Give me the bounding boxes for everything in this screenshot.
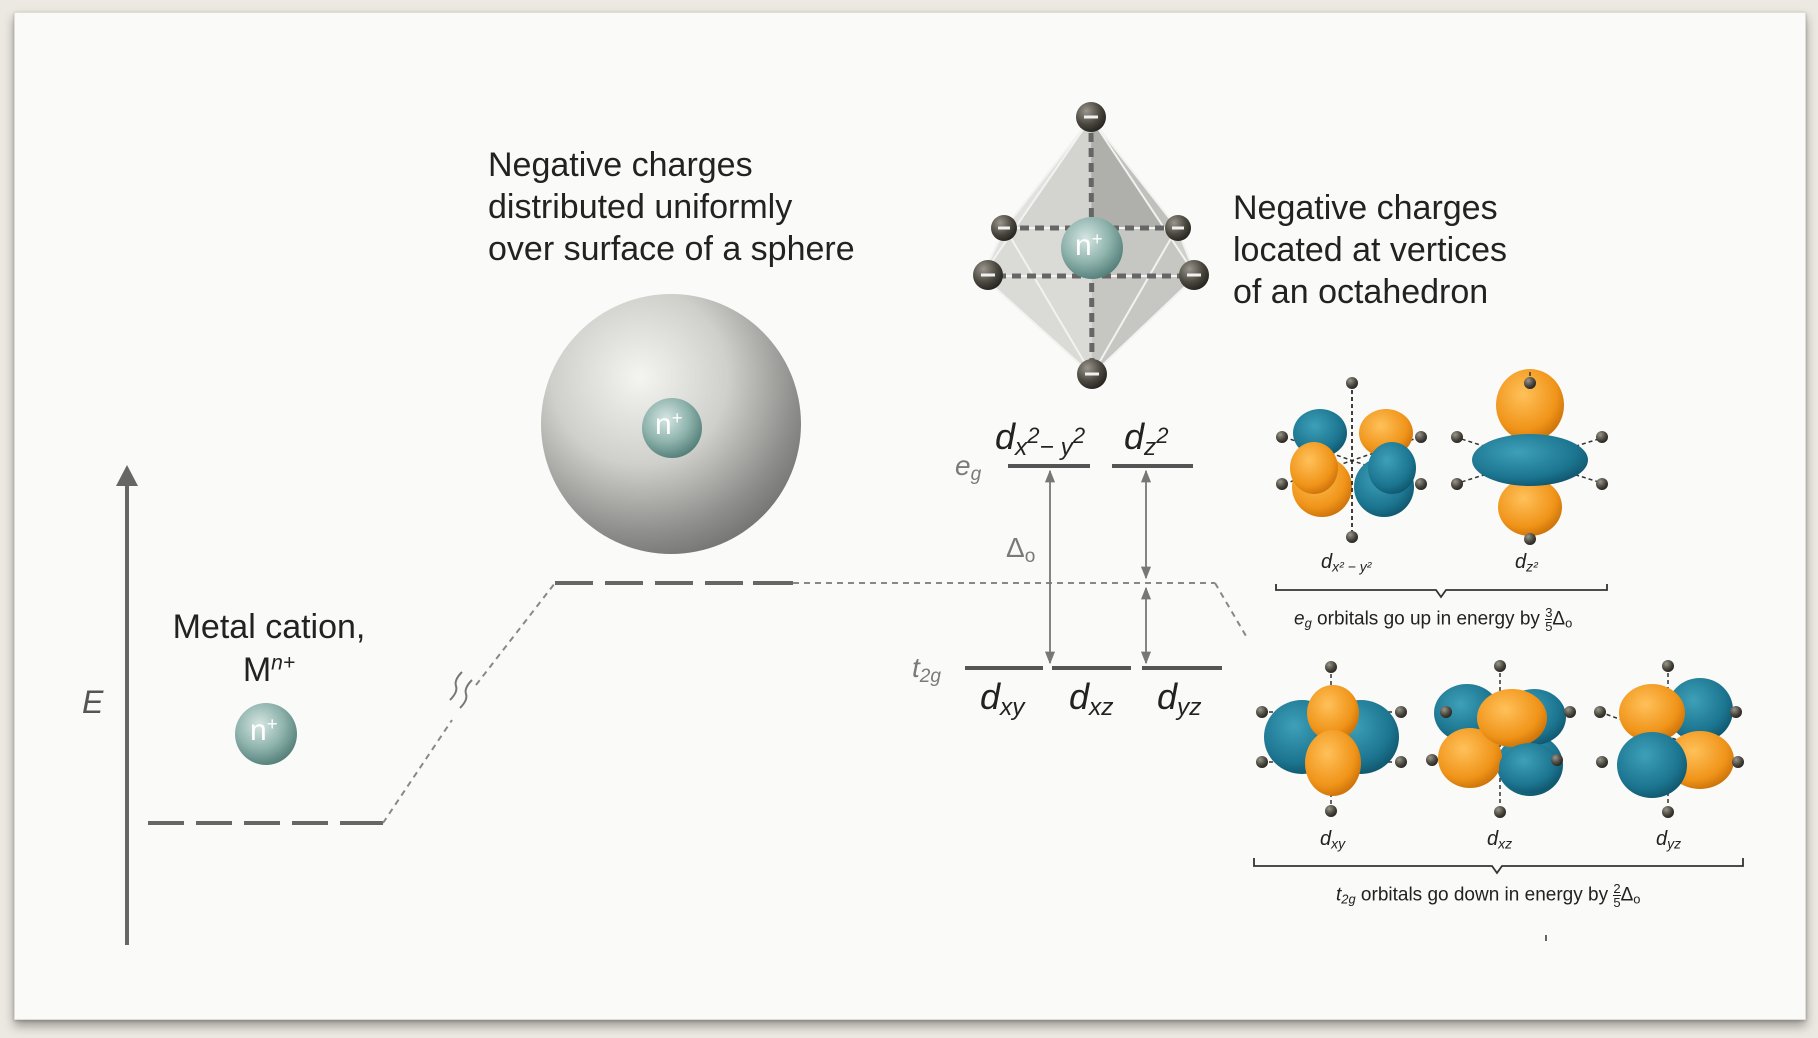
sphere-caption: Negative charges distributed uniformly o… (488, 146, 855, 268)
panel-dxy-label: dxy (1320, 828, 1346, 852)
sphere-ion-ball (642, 398, 702, 458)
panel-dx2-y2-label: dx² − y² (1321, 551, 1372, 575)
connector-to-panel (1214, 582, 1247, 637)
octahedron-ion-ball (1061, 217, 1123, 279)
free-ion-ball (235, 703, 297, 765)
orbital-dx2-y2-icon (1276, 377, 1427, 543)
eg-orbital-2-label: dz2 (1124, 416, 1169, 462)
orbital-dxz-icon (1426, 660, 1576, 818)
orbital-dz2-icon (1451, 369, 1608, 545)
free-ion-title-base: M (242, 650, 272, 689)
eg-orbital-1-label: dx2− y2 (995, 416, 1086, 462)
eg-label: eg (955, 450, 982, 485)
panel-dyz-label: dyz (1656, 828, 1682, 852)
energy-axis (116, 465, 138, 945)
octahedron (973, 102, 1209, 389)
t2g-label: t2g (912, 652, 941, 687)
panel-dz2-label: dz² (1515, 551, 1538, 575)
axis-break-icon (449, 671, 473, 709)
t2g-orbital-1-label: dxy (980, 676, 1025, 722)
free-ion-title: Metal cation, Mn+ (164, 606, 374, 691)
panel-dxz-label: dxz (1487, 828, 1513, 852)
energy-axis-label: E (82, 684, 104, 720)
t2g-orbital-2-label: dxz (1069, 676, 1114, 722)
t2g-brace (1253, 858, 1744, 875)
orbital-dxy-icon (1256, 661, 1407, 817)
octahedron-ion-label: n+ (1075, 228, 1103, 263)
t2g-orbital-3-label: dyz (1157, 676, 1202, 722)
free-ion-label: n+ (250, 713, 278, 748)
free-ion-title-line2: Mn+ (164, 649, 374, 692)
free-ion-title-line1: Metal cation, (172, 608, 366, 646)
connector-free-to-sphere (382, 582, 556, 824)
sphere-ion-label: n+ (655, 407, 683, 442)
orbital-dyz-icon (1594, 660, 1744, 818)
octahedron-caption: Negative charges located at vertices of … (1233, 189, 1508, 311)
delta-o-label: Δo (1006, 532, 1036, 567)
free-ion-title-sup: n+ (271, 650, 296, 674)
eg-brace (1275, 584, 1608, 599)
